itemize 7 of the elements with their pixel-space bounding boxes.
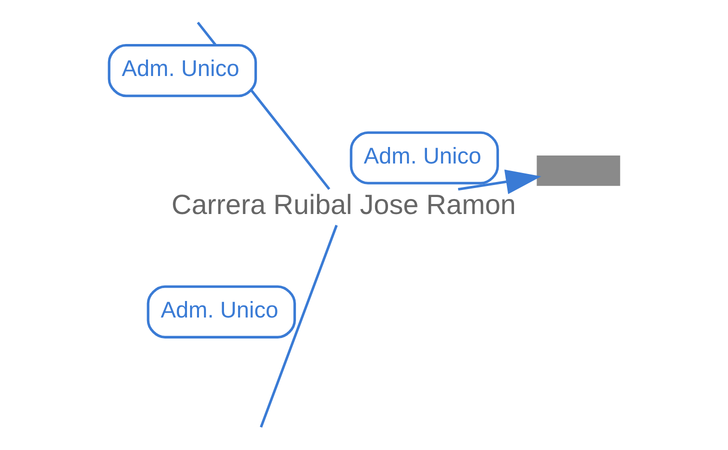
edge-label: Adm. Unico: [364, 142, 482, 168]
edge-label: Adm. Unico: [122, 55, 240, 82]
connector: [260, 224, 338, 428]
node-text: Carrera Ruibal Jose Ramon: [172, 189, 516, 220]
node-box: [536, 156, 620, 186]
edge-label: Adm. Unico: [160, 296, 278, 322]
arrow: [458, 170, 542, 194]
